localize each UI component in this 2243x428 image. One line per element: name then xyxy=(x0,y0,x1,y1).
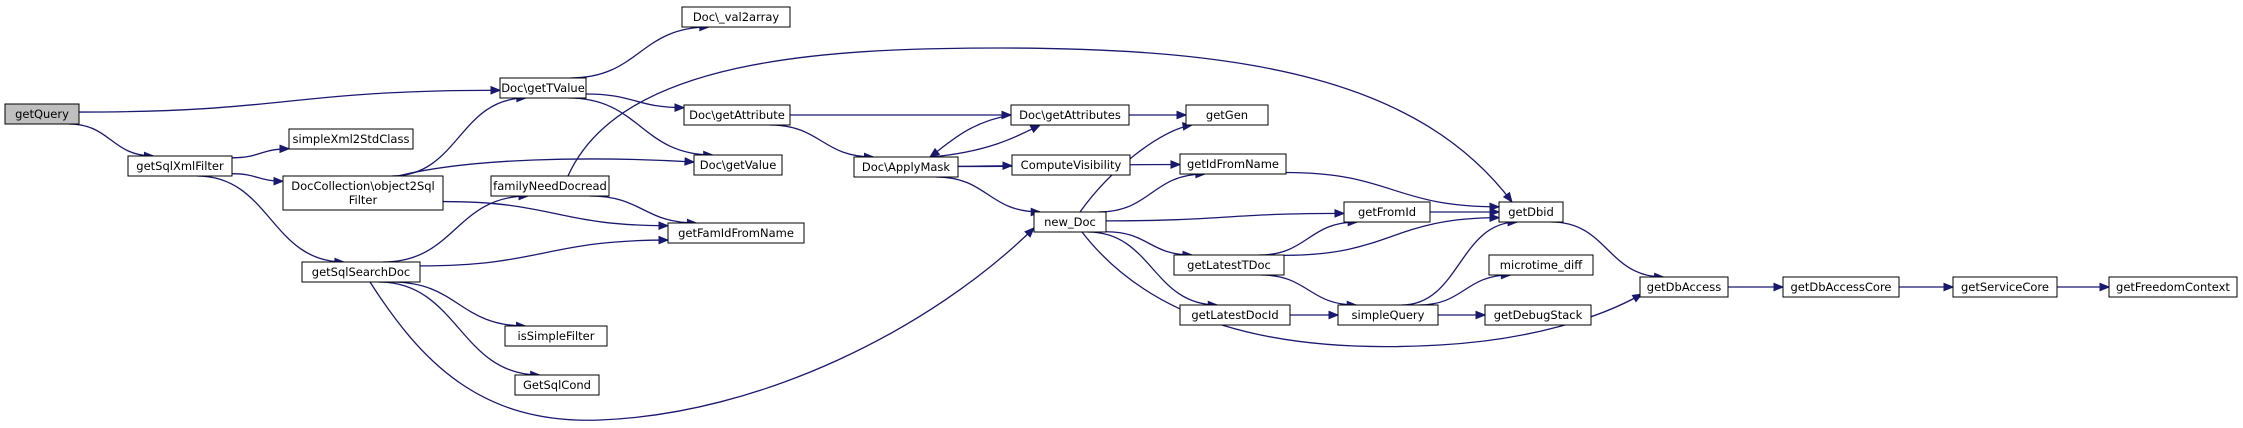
edge-getServiceCore-to-getFreedomContext xyxy=(2057,282,2111,292)
node-isSimpleFilter[interactable]: isSimpleFilter xyxy=(504,325,608,347)
node-getDbAccessCore[interactable]: getDbAccessCore xyxy=(1782,276,1900,298)
node-label: getFreedomContext xyxy=(2116,280,2230,294)
node-label: Doc\getAttribute xyxy=(689,108,785,122)
node-label: getFromId xyxy=(1358,205,1416,219)
node-label: Doc\getAttributes xyxy=(1019,108,1121,122)
edge-new_Doc-to-getDbAccess xyxy=(1081,231,1644,348)
node-label: getDbAccessCore xyxy=(1790,280,1891,294)
edge-getLatestTDoc-to-getDbid xyxy=(1283,213,1501,256)
node-label: ComputeVisibility xyxy=(1021,158,1122,172)
edge-getSqlSearchDoc-to-new_Doc xyxy=(369,227,1035,421)
node-label: getServiceCore xyxy=(1961,280,2049,294)
edge-getAttributes-to-ApplyMask xyxy=(928,114,1012,158)
edge-getTValue-to-val2array xyxy=(570,22,711,79)
node-label: Doc\getTValue xyxy=(501,81,585,95)
edge-getDbAccessCore-to-getServiceCore xyxy=(1899,282,1955,292)
node-label: isSimpleFilter xyxy=(518,329,595,343)
edge-getSqlXmlFilter-to-simpleXml2StdClass xyxy=(231,144,291,159)
node-getLatestTDoc[interactable]: getLatestTDoc xyxy=(1173,254,1285,276)
node-label: getQuery xyxy=(15,107,69,121)
node-new_Doc[interactable]: new_Doc xyxy=(1033,211,1107,233)
edge-getIdFromName-to-getDbid xyxy=(1285,171,1501,212)
node-label: getSqlXmlFilter xyxy=(136,159,224,173)
node-getValue[interactable]: Doc\getValue xyxy=(693,154,783,176)
node-label: getDbAccess xyxy=(1647,280,1721,294)
edge-ApplyMask-to-new_Doc xyxy=(935,176,1042,217)
node-getDbAccess[interactable]: getDbAccess xyxy=(1639,276,1729,298)
edge-getSqlXmlFilter-to-object2Sql xyxy=(231,173,285,186)
node-label: getDebugStack xyxy=(1494,308,1583,322)
node-getSqlXmlFilter[interactable]: getSqlXmlFilter xyxy=(127,155,233,177)
node-label: Filter xyxy=(349,193,378,207)
node-simpleQuery[interactable]: simpleQuery xyxy=(1337,304,1439,326)
edge-getFromId-to-getDbid xyxy=(1430,207,1501,217)
edge-simpleQuery-to-getDebugStack xyxy=(1438,310,1487,320)
edge-ApplyMask-to-getAttributes xyxy=(929,124,1042,158)
node-label: new_Doc xyxy=(1044,215,1096,229)
edge-getLatestDocId-to-simpleQuery xyxy=(1290,310,1340,320)
edge-object2Sql-to-getValue xyxy=(397,157,696,177)
node-ApplyMask[interactable]: Doc\ApplyMask xyxy=(853,156,959,178)
node-getSqlSearchDoc[interactable]: getSqlSearchDoc xyxy=(301,261,421,283)
node-getDebugStack[interactable]: getDebugStack xyxy=(1484,304,1592,326)
edge-getSqlSearchDoc-to-getFamIdFromName xyxy=(419,235,670,267)
node-microtime_diff[interactable]: microtime_diff xyxy=(1488,254,1594,276)
edge-getDbAccess-to-getDbAccessCore xyxy=(1728,282,1785,292)
edge-getAttributes-to-getGen xyxy=(1129,110,1188,120)
edge-getQuery-to-getTValue xyxy=(78,85,502,113)
edge-familyNeedDocread-to-getDbid xyxy=(567,47,1513,204)
node-label: getSqlSearchDoc xyxy=(312,265,410,279)
node-val2array[interactable]: Doc\_val2array xyxy=(681,6,791,28)
edge-new_Doc-to-getIdFromName xyxy=(1098,169,1207,213)
node-ComputeVisibility[interactable]: ComputeVisibility xyxy=(1011,154,1131,176)
edge-getAttribute-to-ApplyMask xyxy=(769,124,875,162)
node-getAttributes[interactable]: Doc\getAttributes xyxy=(1010,104,1130,126)
node-familyNeedDocread[interactable]: familyNeedDocread xyxy=(490,175,610,197)
node-getQuery: getQuery xyxy=(4,103,80,125)
node-label: simpleQuery xyxy=(1352,308,1425,322)
node-getIdFromName[interactable]: getIdFromName xyxy=(1179,153,1287,175)
node-getFamIdFromName[interactable]: getFamIdFromName xyxy=(667,222,805,244)
node-label: getLatestTDoc xyxy=(1187,258,1271,272)
edge-getTValue-to-getAttribute xyxy=(585,93,686,112)
node-getServiceCore[interactable]: getServiceCore xyxy=(1952,276,2058,298)
node-label: getFamIdFromName xyxy=(678,226,794,240)
node-label: getDbid xyxy=(1508,205,1554,219)
node-label: getGen xyxy=(1206,108,1248,122)
node-getFreedomContext[interactable]: getFreedomContext xyxy=(2108,276,2238,298)
edge-simpleQuery-to-microtime_diff xyxy=(1418,270,1512,306)
node-getDbid[interactable]: getDbid xyxy=(1498,201,1564,223)
node-label: DocCollection\object2Sql xyxy=(291,179,435,193)
node-getGen[interactable]: getGen xyxy=(1185,104,1269,126)
edge-object2Sql-to-getFamIdFromName xyxy=(442,200,670,231)
node-getLatestDocId[interactable]: getLatestDocId xyxy=(1179,304,1291,326)
node-label: Doc\_val2array xyxy=(693,10,780,24)
node-label: getIdFromName xyxy=(1187,157,1279,171)
node-label: Doc\getValue xyxy=(700,158,777,172)
node-getTValue[interactable]: Doc\getTValue xyxy=(499,77,587,99)
node-getFromId[interactable]: getFromId xyxy=(1343,201,1431,223)
edge-new_Doc-to-getFromId xyxy=(1105,209,1346,222)
node-label: Doc\ApplyMask xyxy=(862,160,951,174)
node-label: getLatestDocId xyxy=(1191,308,1278,322)
node-label: familyNeedDocread xyxy=(493,179,607,193)
node-getAttribute[interactable]: Doc\getAttribute xyxy=(683,104,791,126)
edge-getAttribute-to-getAttributes xyxy=(790,110,1013,120)
node-label: GetSqlCond xyxy=(523,378,591,392)
node-label: microtime_diff xyxy=(1500,258,1583,272)
node-label: simpleXml2StdClass xyxy=(293,132,410,146)
edge-getLatestTDoc-to-simpleQuery xyxy=(1260,274,1358,310)
node-simpleXml2StdClass[interactable]: simpleXml2StdClass xyxy=(288,128,414,150)
edge-getLatestTDoc-to-getFromId xyxy=(1258,217,1359,256)
edge-getQuery-to-getSqlXmlFilter xyxy=(68,123,155,161)
node-GetSqlCond[interactable]: GetSqlCond xyxy=(514,374,600,396)
